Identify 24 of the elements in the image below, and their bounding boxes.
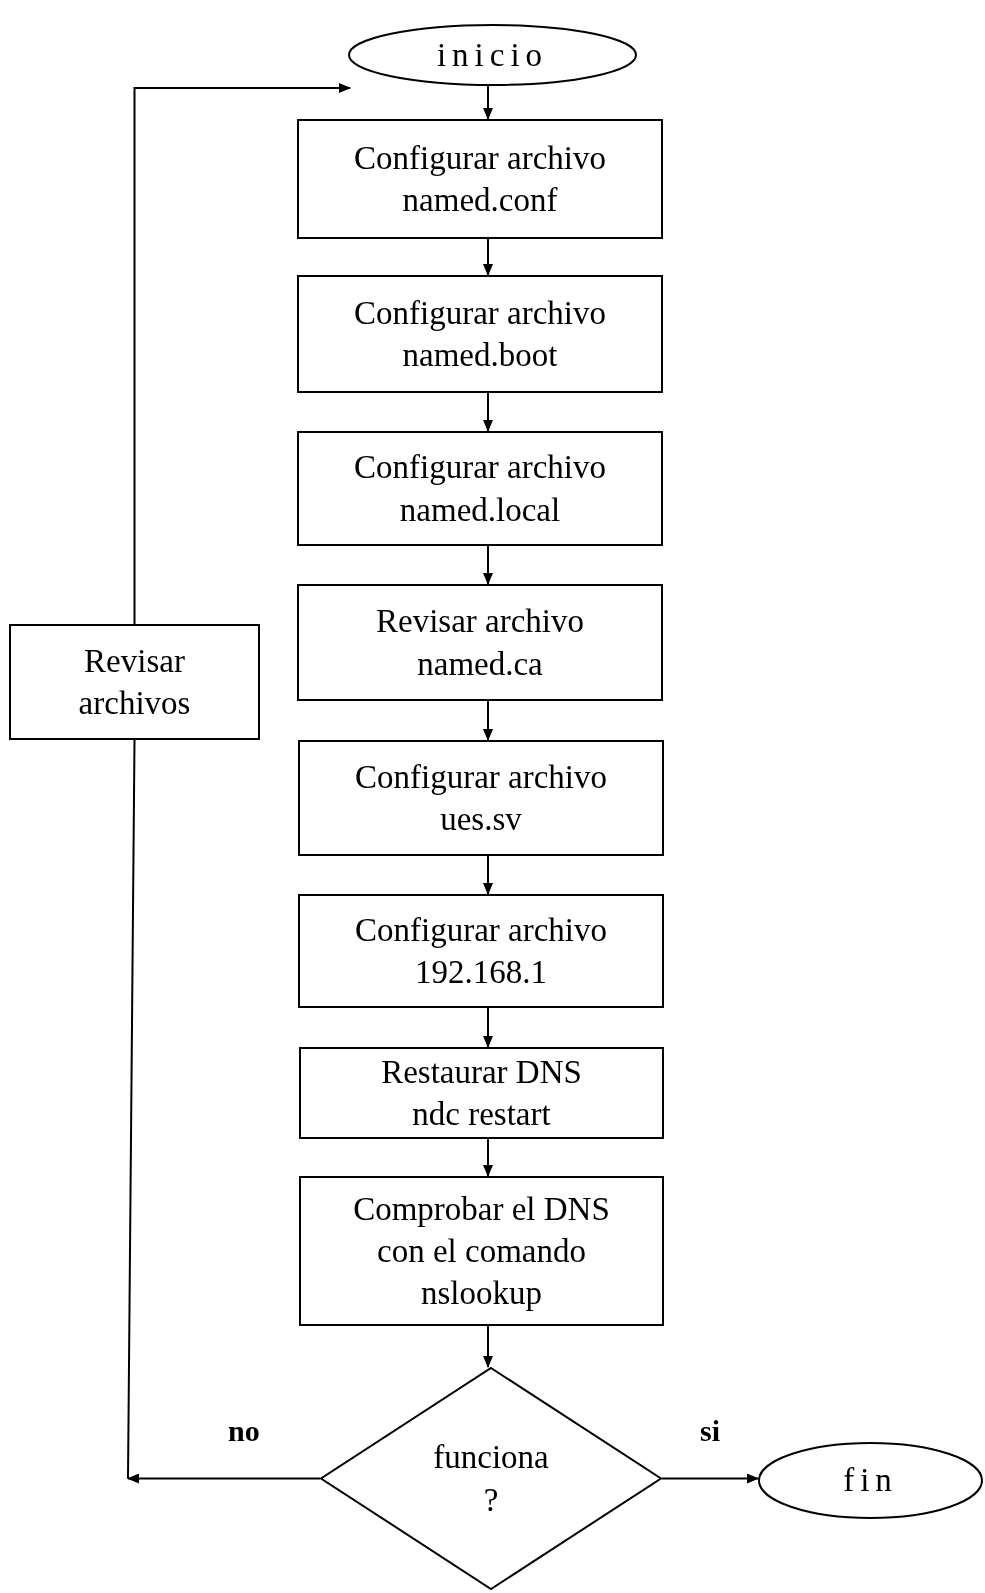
process-box — [297, 431, 663, 546]
node-text: Configurar archivo named.local — [353, 448, 607, 530]
node-text: Configurar archivo ues.sv — [354, 757, 608, 839]
node-text: Configurar archivo named.boot — [353, 293, 607, 375]
process-box — [298, 740, 664, 856]
node-text: Configurar archivo 192.168.1 — [354, 910, 608, 992]
node-text: Revisar archivo named.ca — [375, 602, 585, 684]
node-text: fin — [842, 1461, 899, 1501]
decision-diamond — [320, 1367, 662, 1590]
process-box — [299, 1047, 664, 1139]
node-text: Revisar archivos — [77, 641, 192, 723]
terminal-ellipse — [758, 1442, 983, 1519]
process-box — [9, 624, 260, 740]
process-box — [299, 1176, 664, 1326]
process-box — [298, 894, 664, 1008]
node-text: Comprobar el DNS con el comando nslookup — [352, 1189, 611, 1314]
node-text: inicio — [435, 35, 550, 75]
process-box — [297, 584, 663, 701]
node-text: Configurar archivo named.conf — [353, 138, 607, 220]
node-text: Restaurar DNS ndc restart — [380, 1052, 583, 1134]
terminal-ellipse — [348, 24, 637, 86]
node-text: funciona ? — [432, 1438, 550, 1520]
process-box — [297, 275, 663, 393]
process-box — [297, 119, 663, 239]
